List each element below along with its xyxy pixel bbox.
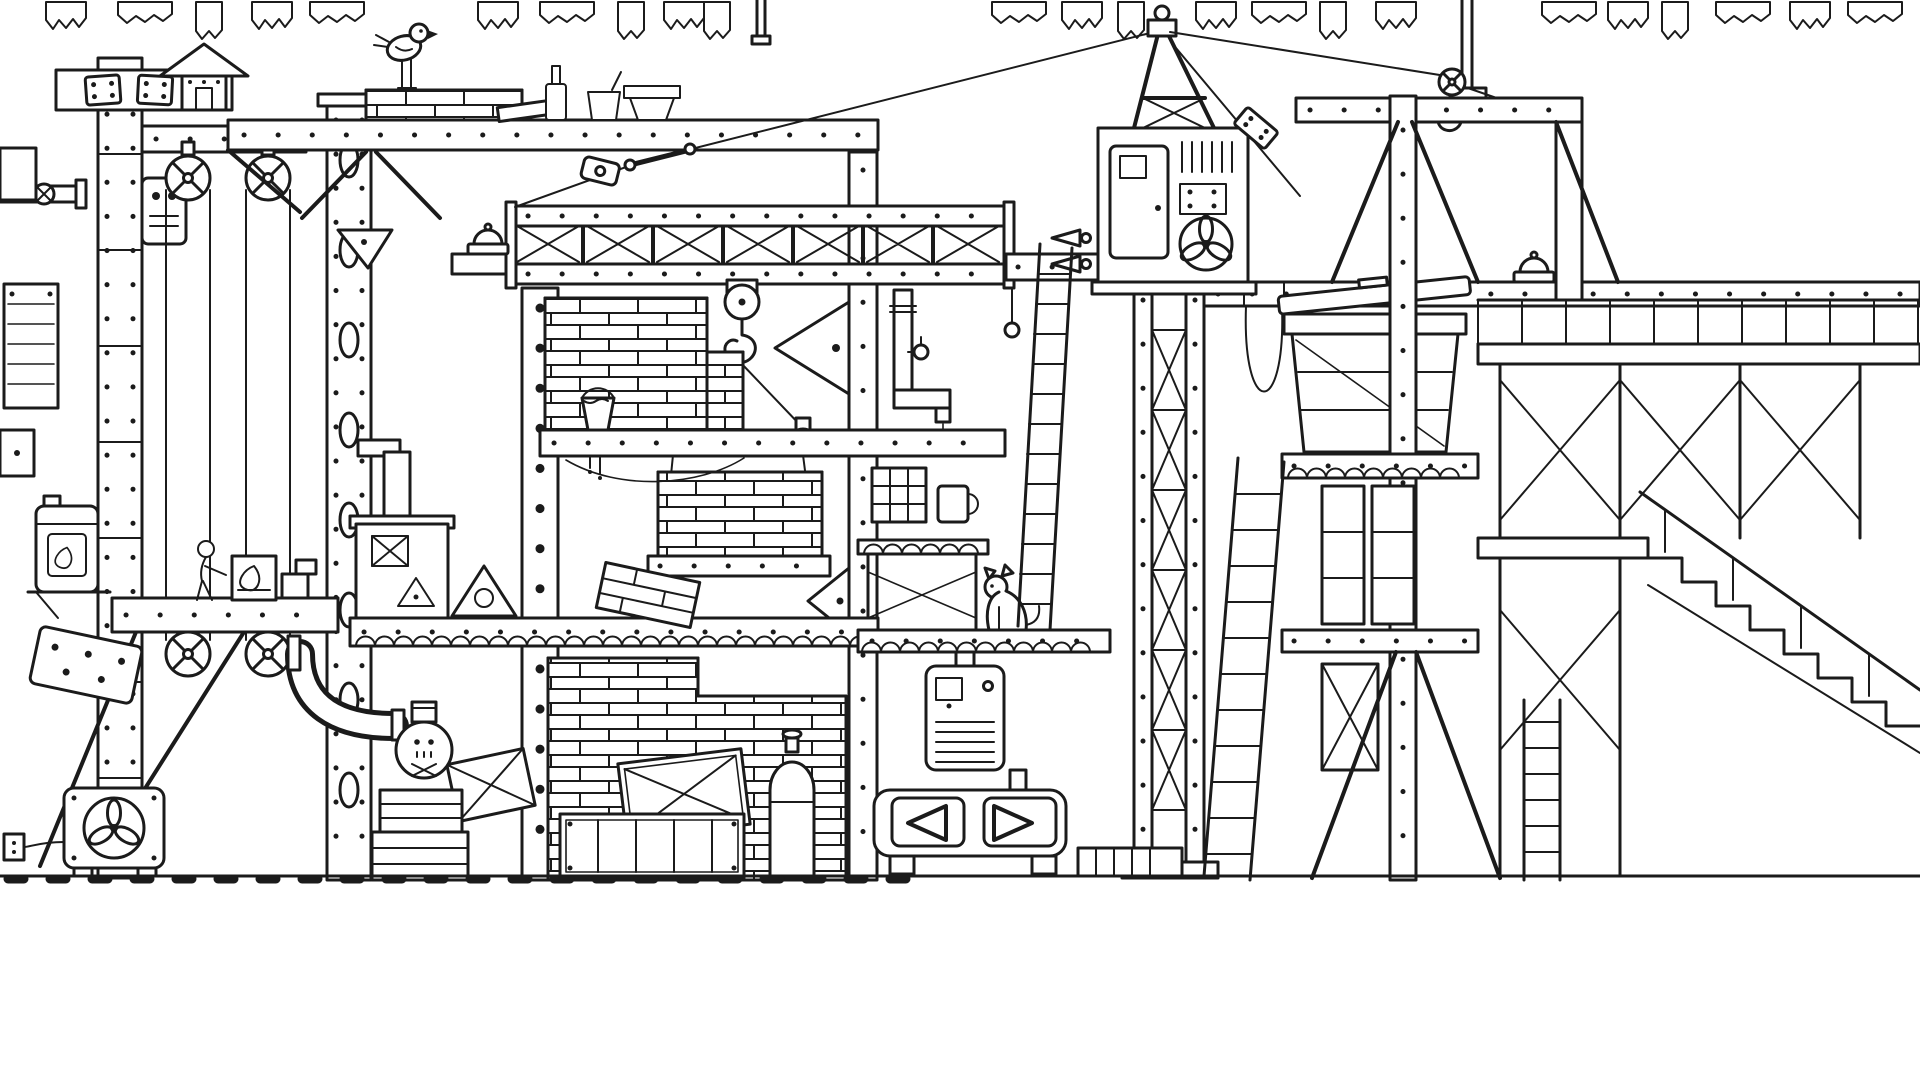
furnace[interactable]: Stove with chimney and warning triangle <box>348 438 456 620</box>
hopper-bin[interactable]: Storage bin with open lid <box>1276 269 1472 454</box>
fuel-can[interactable]: Fuel canister with flame label <box>26 494 112 619</box>
ladder-small[interactable]: Short ladder <box>1522 698 1562 882</box>
parapet-bricks <box>364 88 553 124</box>
bottle[interactable]: Bottle <box>545 65 567 121</box>
grid-box[interactable]: Grid window box <box>870 466 928 524</box>
forge[interactable]: Forge box with flame <box>230 554 318 602</box>
moonshine-jug[interactable]: Jug with skull mark <box>394 700 454 780</box>
ladder-right[interactable]: Long leaning ladder <box>1202 456 1286 882</box>
artwork: Torn cloth rags hanging along the top ed… <box>0 0 1920 884</box>
arrow-sign-upper: Left-pointing arrow sign <box>773 300 851 396</box>
mid-platform <box>348 616 880 648</box>
signal-horns[interactable]: Signal horns <box>1050 228 1092 274</box>
fallen-slab[interactable]: Fallen brick slab <box>594 561 702 629</box>
mug[interactable]: Mug on shelf <box>936 484 979 524</box>
big-crate[interactable]: Large plank crate <box>558 812 746 880</box>
wall-fixtures-left <box>0 146 88 478</box>
warning-triangle <box>397 577 435 607</box>
crane-cab: Cab radiator fan <box>1090 126 1258 296</box>
arrow-console: Left arrow panel Right arrow panel <box>872 768 1068 876</box>
ladder-left[interactable]: Leaning ladder <box>1016 242 1074 632</box>
mid-beam <box>538 428 1007 483</box>
hoist-ropes <box>165 189 291 641</box>
ledge-props: Bottle Cup with straw Flower pot <box>545 65 681 121</box>
crate-stack[interactable]: Stacked wooden crates <box>370 788 470 882</box>
ground: Row of small items along the ground <box>0 846 1920 884</box>
cable-shackle[interactable]: Cable clamp shackle <box>579 155 621 187</box>
paint-bucket[interactable]: Dripping paint bucket on beam <box>580 387 616 480</box>
riveted-column-left <box>316 92 382 882</box>
right-structure <box>1280 94 1620 882</box>
cab-fan[interactable]: Cab radiator fan <box>1177 214 1235 272</box>
upper-beam <box>226 118 880 270</box>
flower-pot[interactable]: Flower pot <box>623 85 681 121</box>
cup[interactable]: Cup with straw <box>587 71 622 121</box>
console-right-button[interactable]: Right arrow panel <box>982 796 1058 848</box>
machine-cabinet[interactable]: Grilled machine cabinet <box>924 650 1006 772</box>
pipe-elbow: Curved pipe elbow <box>285 634 409 742</box>
upper-brick-wall: Brick walls <box>543 296 745 432</box>
easel-sign[interactable]: Leaning triangle board <box>450 564 518 618</box>
fan-unit[interactable]: Ventilation fan box plugged into wall so… <box>2 786 166 878</box>
hook-block[interactable]: Pulley block with crane hook <box>723 278 761 365</box>
gas-cylinder[interactable]: Gas cylinder <box>768 728 816 880</box>
shelf-units: Grid window box Mug on shelf <box>856 466 990 630</box>
faucet-stand[interactable]: Stand pipe with tap <box>889 288 952 430</box>
console-left-button[interactable]: Left arrow panel <box>890 796 966 848</box>
stairs[interactable]: Stairs with handrail <box>1476 490 1920 878</box>
worker[interactable]: Worker hunched at the forge bench <box>196 540 227 601</box>
crane-cable-left: Cable clamp shackle <box>514 31 1155 208</box>
guard-railing: Guard railing <box>1476 298 1920 540</box>
bird[interactable]: Bird standing on the brick parapet <box>373 22 438 89</box>
worker-platform: Work platform on diagonal braces <box>28 596 340 868</box>
cat-platform <box>856 628 1112 654</box>
hanging-load[interactable]: Brick pallet suspended on ropes <box>646 361 832 578</box>
tilted-crate[interactable]: Tilted crate with cross planks <box>445 747 537 823</box>
lattice-truss: Riveted lattice girder with X braces <box>450 200 1021 339</box>
cat[interactable]: Cat sitting on the platform <box>983 563 1041 632</box>
